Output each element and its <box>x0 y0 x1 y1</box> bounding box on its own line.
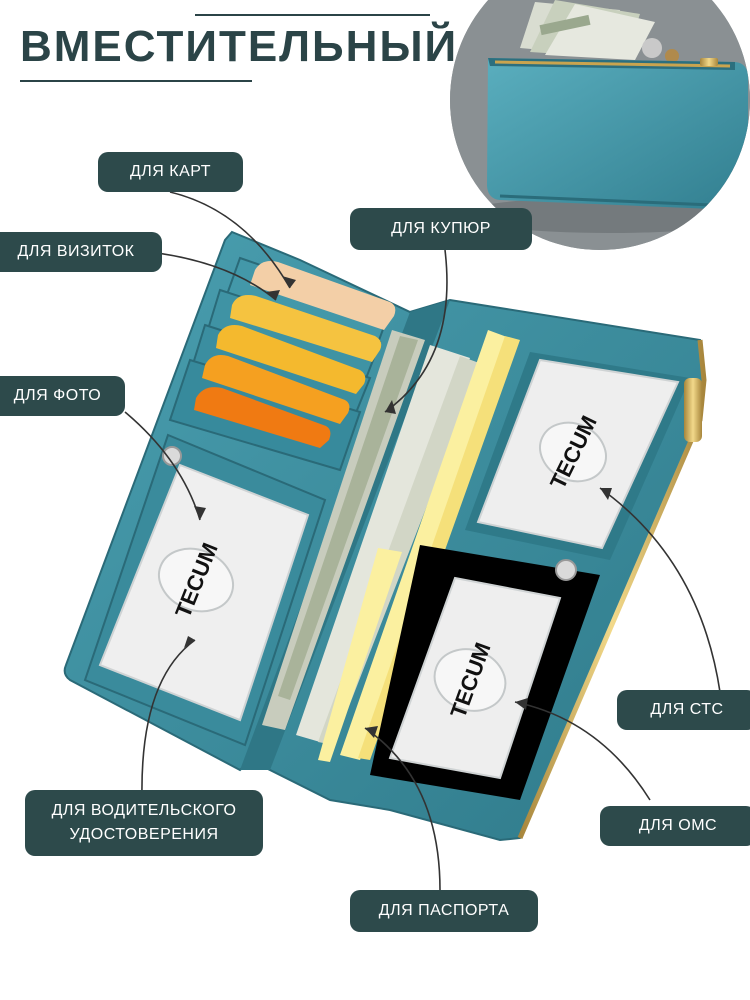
photo-window: TECUM <box>83 433 327 747</box>
label-drivers-license: ДЛЯ ВОДИТЕЛЬСКОГО УДОСТОВЕРЕНИЯ <box>25 790 263 856</box>
snap-button-right <box>555 559 577 581</box>
coin-icon <box>642 38 662 58</box>
label-business-cards: ДЛЯ ВИЗИТОК <box>0 232 162 272</box>
open-wallet: TECUM TECUM TECUM <box>63 230 707 842</box>
label-sts: ДЛЯ СТС <box>617 690 750 730</box>
pointer-arrowheads <box>184 276 612 738</box>
label-passport: ДЛЯ ПАСПОРТА <box>350 890 538 932</box>
pointer-lines <box>124 191 721 891</box>
closed-wallet-inset <box>450 0 750 250</box>
label-oms: ДЛЯ ОМС <box>600 806 750 846</box>
page-title: ВМЕСТИТЕЛЬНЫЙ <box>20 22 459 71</box>
bills-section <box>262 330 520 760</box>
upper-id-window: TECUM <box>465 352 690 560</box>
label-bills: ДЛЯ КУПЮР <box>350 208 532 250</box>
snap-button-left <box>162 446 182 466</box>
title-top-rule <box>195 14 430 16</box>
zipper-pull-icon <box>684 378 702 442</box>
lower-id-window: TECUM <box>318 545 600 800</box>
label-photo: ДЛЯ ФОТО <box>0 376 125 416</box>
title-bottom-rule <box>20 80 252 82</box>
banknotes-inset <box>520 0 655 60</box>
label-cards: ДЛЯ КАРТ <box>98 152 243 192</box>
